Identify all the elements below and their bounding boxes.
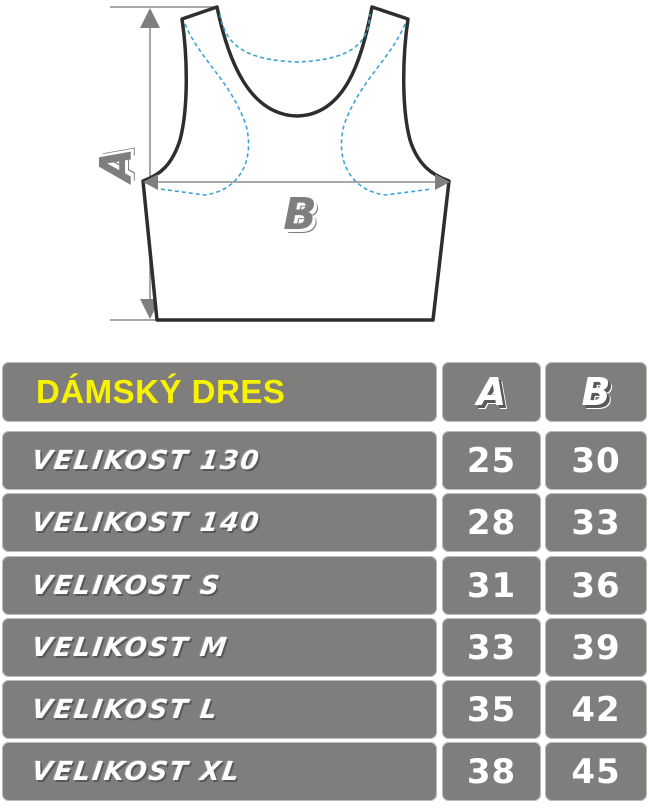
header-title-cell: DÁMSKÝ DRES (2, 362, 437, 422)
table-row: VELIKOST S 31 36 (2, 556, 647, 615)
crop-top-outline-icon (110, 5, 451, 322)
arrow-up-icon (140, 8, 160, 28)
table-title: DÁMSKÝ DRES (36, 373, 286, 410)
value-b: 36 (571, 565, 621, 606)
value-a: 25 (466, 440, 517, 481)
garment-measurement-diagram: A B (0, 0, 649, 340)
size-label: VELIKOST M (29, 632, 231, 663)
header-col-b: B (545, 362, 647, 422)
size-label: VELIKOST XL (29, 756, 243, 787)
table-row: VELIKOST L 35 42 (2, 680, 647, 739)
table-row: VELIKOST M 33 39 (2, 618, 647, 677)
value-b-cell: 30 (545, 431, 647, 490)
value-a-cell: 28 (442, 493, 541, 552)
value-b-cell: 45 (545, 742, 647, 801)
size-label-cell: VELIKOST L (2, 680, 437, 739)
table-header-row: DÁMSKÝ DRES A B (2, 362, 647, 422)
size-label-cell: VELIKOST 140 (2, 493, 437, 552)
size-label-cell: VELIKOST M (2, 618, 437, 677)
dimension-b-label: B (283, 189, 317, 240)
value-b: 30 (571, 440, 621, 481)
header-col-a: A (442, 362, 541, 422)
size-label: VELIKOST L (29, 694, 221, 725)
arrow-left-icon (143, 174, 158, 190)
size-label-cell: VELIKOST XL (2, 742, 437, 801)
value-b-cell: 33 (545, 493, 647, 552)
table-row: VELIKOST 140 28 33 (2, 493, 647, 552)
value-a: 35 (466, 689, 517, 730)
value-a-cell: 31 (442, 556, 541, 615)
arrow-right-icon (435, 174, 450, 190)
value-a-cell: 38 (442, 742, 541, 801)
table-row: VELIKOST XL 38 45 (2, 742, 647, 801)
value-b: 33 (571, 502, 621, 543)
value-a: 31 (466, 565, 517, 606)
dimension-a-label: A (91, 147, 142, 183)
size-label: VELIKOST S (29, 570, 224, 601)
column-b-label: B (581, 370, 611, 414)
size-label: VELIKOST 140 (29, 507, 263, 538)
value-b-cell: 36 (545, 556, 647, 615)
size-label-cell: VELIKOST S (2, 556, 437, 615)
value-b-cell: 42 (545, 680, 647, 739)
value-a-cell: 33 (442, 618, 541, 677)
size-label: VELIKOST 130 (29, 445, 263, 476)
size-label-cell: VELIKOST 130 (2, 431, 437, 490)
value-b-cell: 39 (545, 618, 647, 677)
value-a: 38 (466, 751, 517, 792)
value-a: 33 (466, 627, 517, 668)
value-b: 42 (571, 689, 621, 730)
value-b: 39 (571, 627, 621, 668)
column-a-label: A (476, 370, 507, 414)
table-row: VELIKOST 130 25 30 (2, 431, 647, 490)
value-a-cell: 25 (442, 431, 541, 490)
value-a-cell: 35 (442, 680, 541, 739)
value-b: 45 (571, 751, 621, 792)
value-a: 28 (466, 502, 517, 543)
